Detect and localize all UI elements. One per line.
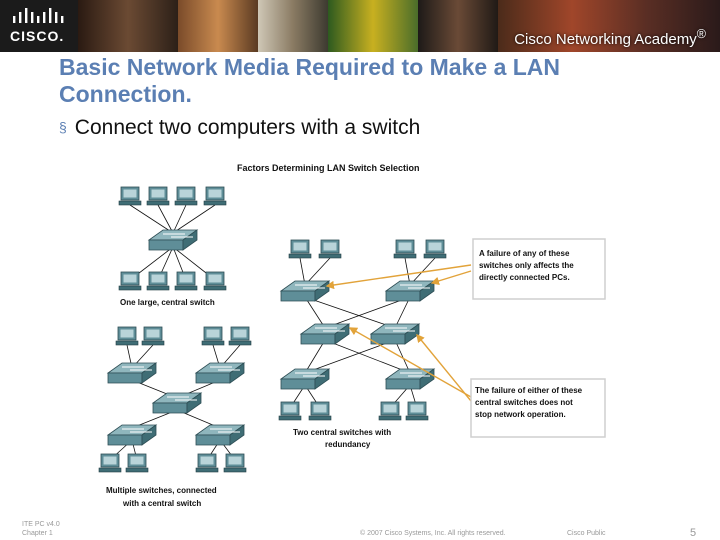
footer-copyright: © 2007 Cisco Systems, Inc. All rights re… bbox=[360, 530, 506, 537]
banner-photo-6 bbox=[498, 0, 720, 52]
pc-icon bbox=[98, 453, 122, 473]
switch-icon bbox=[107, 424, 157, 446]
pc-icon bbox=[203, 186, 227, 206]
switch-icon bbox=[107, 362, 157, 384]
switch-icon bbox=[195, 362, 245, 384]
footer-course-info: ITE PC v4.0 Chapter 1 bbox=[22, 520, 60, 538]
cisco-logo: CISCO. bbox=[10, 8, 70, 44]
pc-icon bbox=[203, 271, 227, 291]
central-switch-icon bbox=[152, 392, 202, 414]
callout-bottom-line: The failure of either of these bbox=[475, 386, 583, 395]
label-redundancy-line-1: Two central switches with bbox=[293, 428, 391, 437]
core-switch-icon bbox=[370, 323, 420, 345]
pc-icon bbox=[118, 186, 142, 206]
pc-icon bbox=[393, 239, 417, 259]
pc-icon bbox=[174, 186, 198, 206]
bullet-item: § Connect two computers with a switch bbox=[59, 116, 420, 140]
bullet-text: Connect two computers with a switch bbox=[74, 116, 421, 139]
label-redundancy-line-2: redundancy bbox=[325, 440, 371, 449]
diagram-heading: Factors Determining LAN Switch Selection bbox=[237, 163, 420, 173]
slide-title: Basic Network Media Required to Make a L… bbox=[59, 54, 561, 107]
central-switch-icon bbox=[148, 229, 198, 251]
footer-course: ITE PC v4.0 bbox=[22, 521, 60, 528]
bullet-marker: § bbox=[59, 119, 67, 135]
callout-top-line: directly connected PCs. bbox=[479, 273, 570, 282]
pc-icon bbox=[118, 271, 142, 291]
callout-top-line: A failure of any of these bbox=[479, 249, 570, 258]
pc-icon bbox=[308, 401, 332, 421]
callout-top-line: switches only affects the bbox=[479, 261, 574, 270]
footer-classification: Cisco Public bbox=[567, 530, 606, 537]
page-number: 5 bbox=[690, 527, 697, 539]
header-banner: CISCO. Cisco Networking Academy® bbox=[0, 0, 720, 52]
pc-icon bbox=[146, 271, 170, 291]
pc-icon bbox=[378, 401, 402, 421]
core-switch-icon bbox=[300, 323, 350, 345]
trademark-symbol: ® bbox=[696, 27, 706, 41]
footer-chapter: Chapter 1 bbox=[22, 530, 53, 537]
callout-box-bottom bbox=[470, 378, 606, 438]
callout-bottom-line: stop network operation. bbox=[475, 410, 566, 419]
pc-icon bbox=[174, 271, 198, 291]
switch-icon bbox=[195, 424, 245, 446]
pc-icon bbox=[115, 326, 139, 346]
pc-icon bbox=[278, 401, 302, 421]
pc-icon bbox=[195, 453, 219, 473]
label-multi-line-2: with a central switch bbox=[122, 499, 201, 508]
callout-bottom-text: The failure of either of these central s… bbox=[475, 386, 584, 419]
access-switch-icon bbox=[280, 280, 330, 302]
pc-icon bbox=[423, 239, 447, 259]
access-switch-icon bbox=[385, 280, 435, 302]
academy-text: Cisco Networking Academy bbox=[514, 31, 697, 48]
label-multi-line-1: Multiple switches, connected bbox=[106, 486, 217, 495]
pc-icon bbox=[405, 401, 429, 421]
callout-arrows bbox=[325, 264, 472, 402]
callout-bottom-line: central switches does not bbox=[475, 398, 573, 407]
pc-icon bbox=[141, 326, 165, 346]
banner-photo-5 bbox=[418, 0, 498, 52]
cisco-wordmark: CISCO. bbox=[10, 28, 65, 44]
lan-switch-diagram: Factors Determining LAN Switch Selection… bbox=[98, 163, 606, 508]
callout-box-top bbox=[472, 238, 606, 300]
banner-photo-1 bbox=[78, 0, 178, 52]
pc-icon bbox=[223, 453, 247, 473]
cisco-bridge-icon bbox=[13, 8, 64, 23]
label-large-switch: One large, central switch bbox=[120, 298, 215, 307]
academy-wordmark: Cisco Networking Academy® bbox=[514, 27, 706, 48]
pc-icon bbox=[228, 326, 252, 346]
pc-icon bbox=[201, 326, 225, 346]
callout-top-text: A failure of any of these switches only … bbox=[479, 249, 576, 282]
banner-photo-2 bbox=[178, 0, 258, 52]
pc-icon bbox=[146, 186, 170, 206]
banner-photo-4 bbox=[328, 0, 418, 52]
pc-icon bbox=[125, 453, 149, 473]
pc-icon bbox=[288, 239, 312, 259]
banner-photo-3 bbox=[258, 0, 328, 52]
pc-icon bbox=[318, 239, 342, 259]
access-switch-icon bbox=[280, 368, 330, 390]
